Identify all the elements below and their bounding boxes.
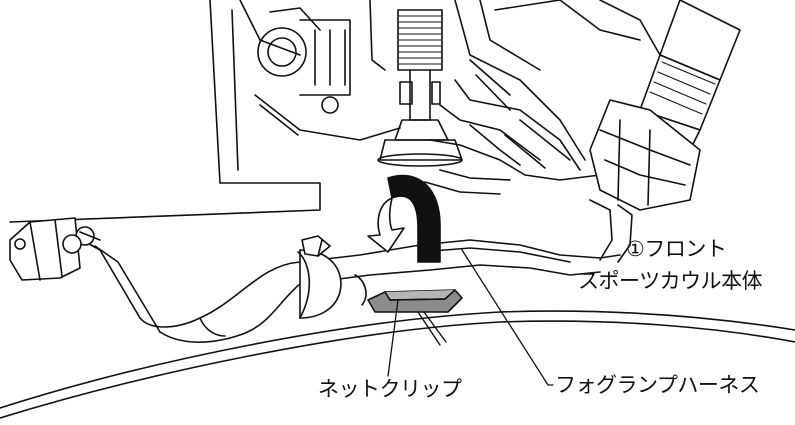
sports-cowl-body-label: スポーツカウル本体: [578, 269, 763, 293]
rotate-arrow-icon: [367, 174, 441, 263]
net-clip-label: ネットクリップ: [318, 377, 462, 401]
fog-lamp-harness-label: フォグランプハーネス: [555, 373, 760, 397]
leader-lines: [387, 249, 554, 386]
front-sports-cowl-number-label: ①フロント: [626, 237, 727, 261]
net-clip-leader: [387, 299, 399, 377]
upper-connector: [589, 0, 741, 263]
upper-frame: [9, 0, 661, 223]
fairing-edge: [0, 310, 795, 419]
adjuster-screw: [377, 9, 463, 167]
fog-lamp-harness-bundle: [74, 235, 621, 343]
fog-harness-leader: [461, 249, 554, 386]
net-clip-part: [367, 289, 463, 346]
left-connector: [9, 217, 101, 281]
